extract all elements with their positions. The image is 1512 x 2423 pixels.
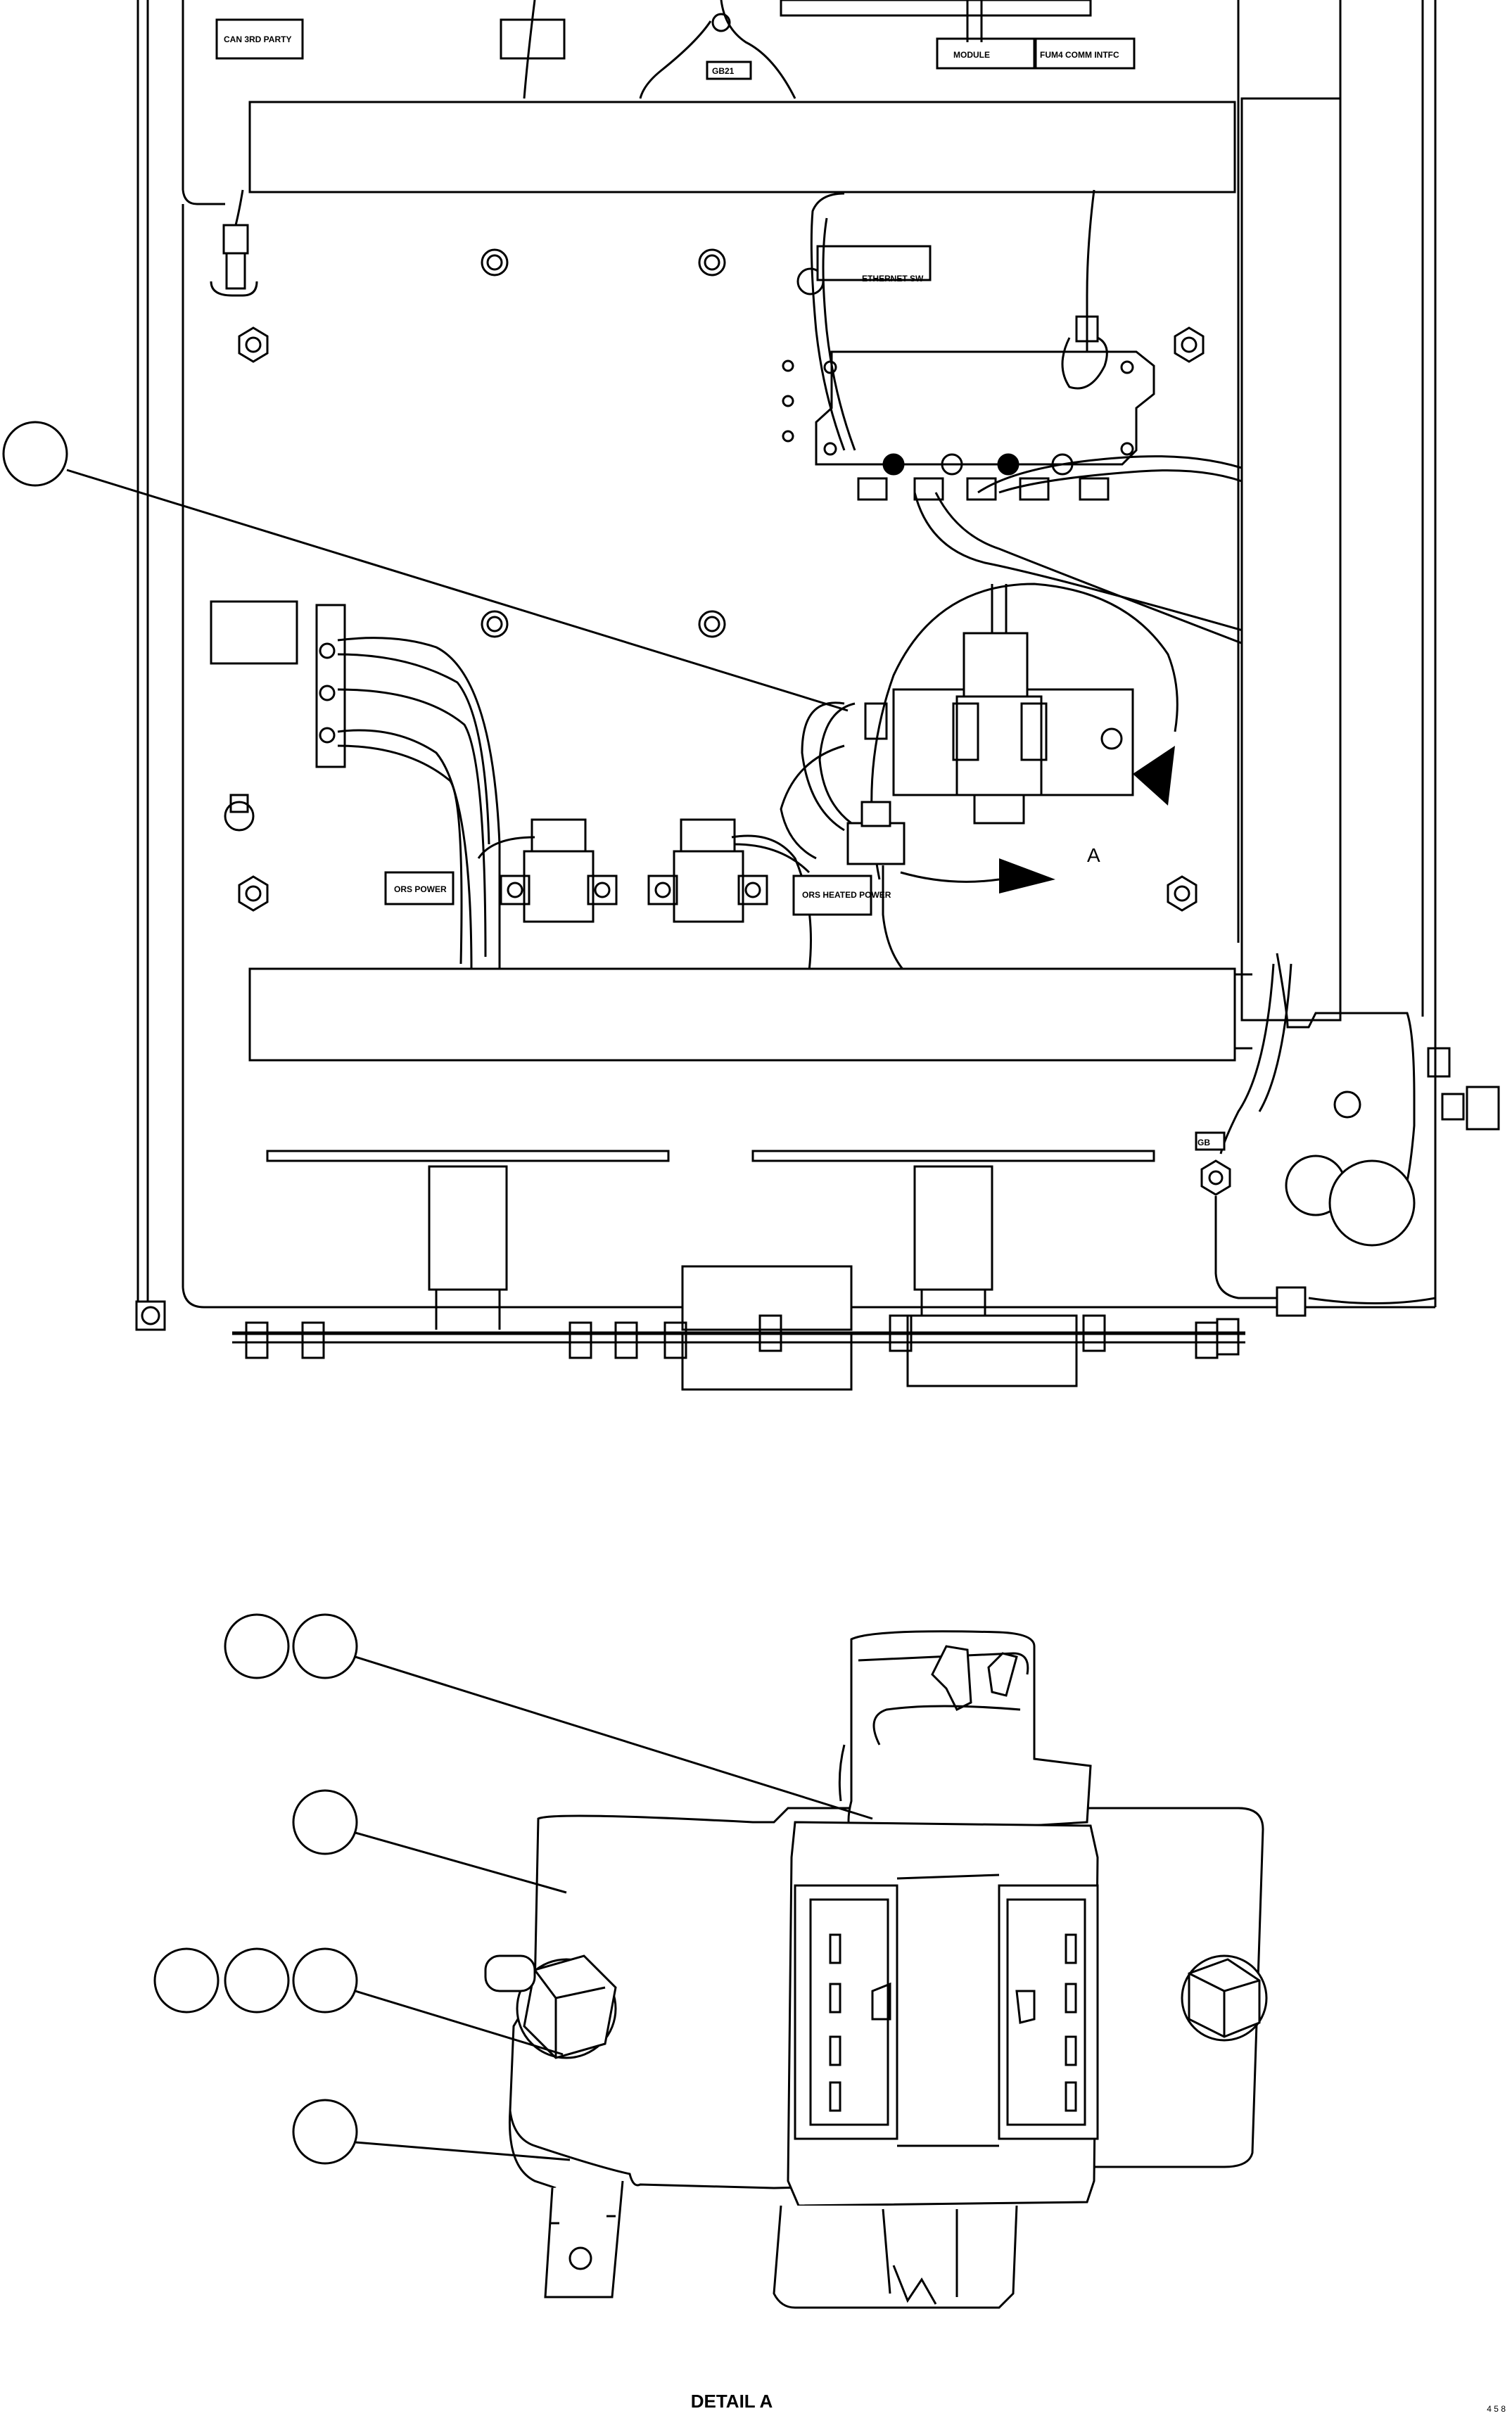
label-heated-power: ORS HEATED POWER: [802, 890, 891, 900]
terminal-block-stack: [1240, 97, 1342, 1022]
detail-view: [153, 1613, 1268, 2309]
bottom-brackets: [232, 1150, 1245, 1391]
left-hex-bolt: [484, 1954, 617, 2059]
bottom-right-assembly: [1195, 953, 1500, 1317]
detail-caption: DETAIL A: [691, 2391, 773, 2412]
bracket-tab: [544, 2180, 624, 2298]
mounting-hardware: [224, 248, 1205, 912]
label-ethernet-sw: ETHERNET SW: [862, 274, 924, 284]
left-terminal-block: [210, 600, 501, 972]
label-ors-power: ORS POWER: [394, 884, 447, 894]
detail-callouts: [153, 1613, 873, 2165]
corner-code: 4 5 8: [1487, 2404, 1506, 2414]
sensor-body-bottom: [773, 2205, 1018, 2309]
label-gb21: GB21: [712, 66, 735, 76]
label-module: MODULE: [953, 50, 990, 60]
main-view: [2, 0, 1500, 1391]
left-connector: [210, 189, 258, 297]
top-label-group: [215, 0, 1136, 99]
label-fum-comm: FUM4 COMM INTFC: [1040, 50, 1119, 60]
lower-cable-duct: [248, 967, 1236, 1062]
main-callout-balloon: [2, 421, 849, 712]
main-view-labels: CAN 3RD PARTY GB21 MODULE FUM4 COMM INTF…: [224, 34, 1210, 1147]
detail-marker-letter: A: [1087, 844, 1100, 866]
label-tags: [384, 871, 872, 916]
right-hex-bolt: [1181, 1954, 1268, 2042]
ethernet-switch: [782, 189, 1310, 985]
sensor-body-top: [847, 1630, 1092, 1838]
relays: [477, 818, 812, 972]
label-gb-right: GB: [1197, 1138, 1210, 1147]
label-can-party: CAN 3RD PARTY: [224, 34, 291, 44]
detail-a-callout: [780, 583, 1179, 972]
upper-cable-duct: [248, 101, 1236, 193]
